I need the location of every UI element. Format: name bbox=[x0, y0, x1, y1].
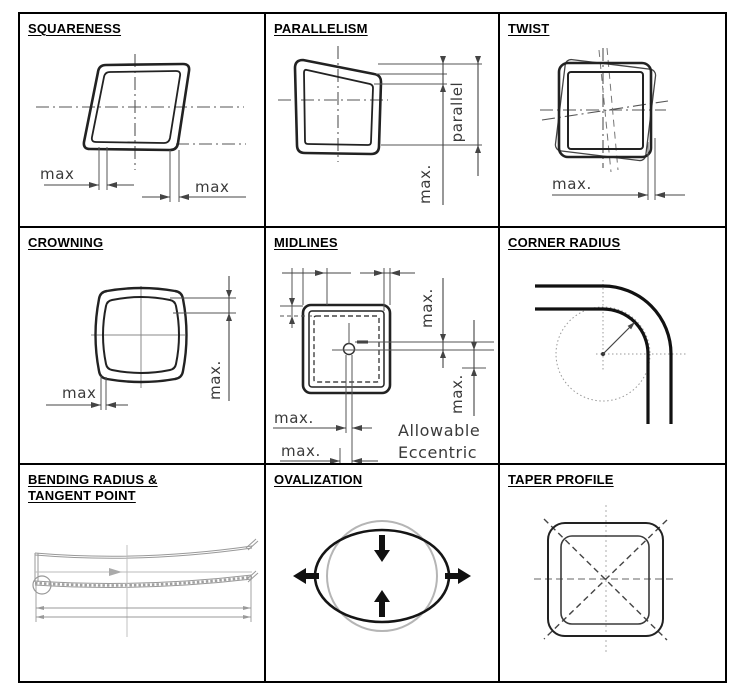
title-text-line2: TANGENT POINT bbox=[28, 488, 136, 504]
cell-crowning-title: CROWNING bbox=[28, 235, 103, 251]
direction-marker bbox=[109, 568, 122, 576]
deformation-arrows bbox=[293, 535, 471, 617]
cell-ovalization-title: OVALIZATION bbox=[274, 472, 362, 488]
ovalization-diagram bbox=[293, 520, 471, 632]
nominal-circle bbox=[326, 520, 438, 632]
max-bottom-lower-label: max. bbox=[281, 442, 321, 460]
extension-lines bbox=[647, 138, 656, 200]
cell-ovalization: OVALIZATION bbox=[266, 465, 500, 681]
squareness-diagram: max max bbox=[36, 54, 246, 202]
extension-lines bbox=[98, 147, 180, 202]
dimension-lines bbox=[46, 276, 232, 408]
max-label: max. bbox=[416, 164, 434, 204]
radius-construction bbox=[555, 280, 686, 402]
cell-midlines: MIDLINES bbox=[266, 228, 500, 465]
title-text: CROWNING bbox=[28, 235, 104, 250]
dimension-lines bbox=[552, 192, 685, 198]
twist-diagram: max. bbox=[540, 47, 685, 200]
max-label: max. bbox=[552, 175, 592, 193]
corner-radius-diagram bbox=[535, 280, 686, 424]
cell-corner-radius-title: CORNER RADIUS bbox=[508, 235, 620, 251]
cell-twist: TWIST max. bbox=[500, 14, 725, 228]
tube-profile bbox=[34, 545, 253, 588]
allowable-note-line2: Eccentric bbox=[398, 443, 477, 462]
max-right-upper-label: max. bbox=[418, 288, 436, 328]
tube-outline bbox=[293, 58, 383, 156]
allowable-note-line1: Allowable bbox=[398, 421, 480, 440]
extension-lines bbox=[374, 63, 482, 146]
bending-radius-diagram bbox=[32, 538, 259, 637]
cell-bending-radius-title: BENDING RADIUS & TANGENT POINT bbox=[28, 472, 158, 505]
down-arrow bbox=[374, 535, 390, 562]
cell-parallelism-title: PARALLELISM bbox=[274, 21, 368, 37]
centerlines bbox=[91, 286, 185, 388]
taper-profile-diagram bbox=[534, 505, 677, 655]
parallelism-diagram: parallel max. bbox=[278, 46, 482, 205]
cell-twist-title: TWIST bbox=[508, 21, 549, 37]
end-break-ticks bbox=[245, 538, 259, 583]
cell-squareness: SQUARENESS max max bbox=[20, 14, 266, 228]
tangent-point-circle bbox=[32, 575, 52, 595]
title-text: SQUARENESS bbox=[28, 21, 122, 36]
tolerance-table: SQUARENESS max max bbox=[18, 12, 727, 683]
cell-bending-radius: BENDING RADIUS & TANGENT POINT bbox=[20, 465, 266, 681]
max-bottom-upper-label: max. bbox=[274, 409, 314, 427]
crowning-diagram: max. max bbox=[46, 276, 236, 410]
left-arrow bbox=[293, 568, 319, 584]
radius-arrow bbox=[602, 322, 635, 355]
max-right-lower-label: max. bbox=[448, 374, 466, 414]
dimension-lines bbox=[35, 577, 252, 622]
center-hole bbox=[342, 342, 356, 356]
title-text: CORNER RADIUS bbox=[508, 235, 621, 250]
tube-outline bbox=[547, 522, 664, 637]
cell-midlines-title: MIDLINES bbox=[274, 235, 338, 251]
cell-taper-profile-title: TAPER PROFILE bbox=[508, 472, 614, 488]
tube-hatch-band bbox=[34, 575, 253, 587]
parallel-label: parallel bbox=[448, 82, 466, 143]
cell-crowning: CROWNING max. max bbox=[20, 228, 266, 465]
dimension-lines bbox=[440, 56, 481, 205]
centerlines bbox=[35, 545, 252, 637]
title-text: OVALIZATION bbox=[274, 472, 363, 487]
cell-squareness-title: SQUARENESS bbox=[28, 21, 121, 37]
max-bottom-label: max bbox=[62, 384, 96, 402]
cell-parallelism: PARALLELISM bbox=[266, 14, 500, 228]
tube-outline bbox=[94, 286, 188, 384]
title-text: TWIST bbox=[508, 21, 550, 36]
max-left-label: max bbox=[40, 165, 74, 183]
title-text: PARALLELISM bbox=[274, 21, 368, 36]
cell-taper-profile: TAPER PROFILE bbox=[500, 465, 725, 681]
title-text-line1: BENDING RADIUS & bbox=[28, 472, 158, 487]
title-text: TAPER PROFILE bbox=[508, 472, 614, 487]
midlines-diagram: max. max. max. max. Allowable Eccentric bbox=[273, 268, 494, 463]
max-right-label: max. bbox=[206, 360, 224, 400]
dimension-lines bbox=[44, 182, 246, 200]
right-arrow bbox=[445, 568, 471, 584]
max-right-label: max bbox=[195, 178, 229, 196]
dimension-lines bbox=[273, 270, 477, 463]
title-text: MIDLINES bbox=[274, 235, 338, 250]
up-arrow bbox=[374, 590, 390, 617]
tube-outline bbox=[557, 61, 653, 159]
cell-corner-radius: CORNER RADIUS bbox=[500, 228, 725, 465]
